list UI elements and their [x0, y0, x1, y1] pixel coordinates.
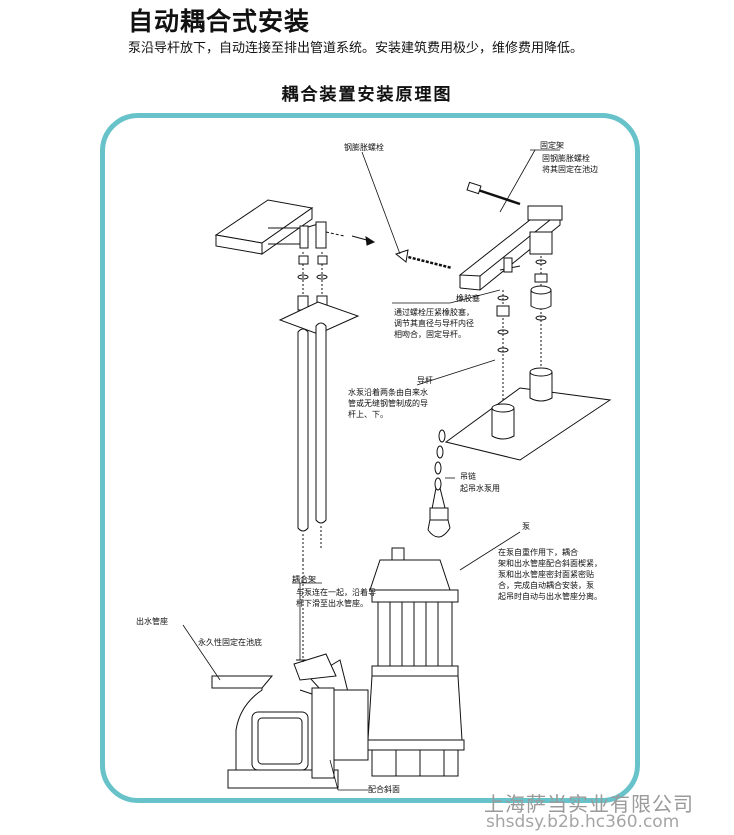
pump-body	[365, 547, 465, 777]
label-coupling-frame: 耦合架	[292, 575, 316, 584]
expansion-bolt	[394, 249, 453, 270]
label-fixed-frame: 固定架	[540, 141, 564, 150]
wall-block	[214, 199, 314, 255]
label-outlet-seat: 出水管座	[136, 617, 168, 626]
label-rubber-plug-note: 通过螺栓压紧橡胶塞， 调节其直径与导杆内径 相吻合，固定导杆。	[394, 308, 474, 339]
leader-lines	[182, 149, 560, 791]
page-title: 自动耦合式安装	[128, 7, 311, 36]
label-chain: 吊链	[460, 472, 476, 481]
lifting-chain	[427, 429, 451, 538]
bracket-left	[268, 221, 345, 249]
fixed-frame	[458, 181, 563, 291]
exploded-parts-left	[297, 252, 328, 311]
outlet-seat	[211, 560, 369, 789]
label-guide-rod-note: 水泵沿着两条由自来水 管或无缝钢管制成的导 杆上、下。	[348, 388, 428, 419]
watermark-company: 上海萨当实业有限公司	[484, 792, 694, 816]
diagram-frame	[100, 113, 640, 803]
label-expansion-bolt: 钢膨胀螺栓	[344, 143, 384, 152]
diagram-title: 耦合装置安装原理图	[281, 85, 453, 105]
floor-plate-right	[444, 387, 612, 461]
label-fixed-frame-note: 固钢膨胀螺栓 将其固定在池边	[542, 154, 598, 174]
label-mating-surface: 配合斜面	[368, 785, 400, 794]
guide-rods	[297, 322, 327, 560]
label-coupling-frame-note: 与泵连在一起，沿着导 杆下滑至出水管座。	[296, 588, 376, 608]
label-pump-note: 在泵自重作用下，耦合 架和出水管座配合斜面楔紧， 泵和出水管座密封面紧密贴 合，…	[498, 548, 602, 601]
label-chain-note: 起吊水泵用	[460, 484, 500, 493]
label-pump: 泵	[522, 522, 530, 531]
page-subtitle: 泵沿导杆放下，自动连接至排出管道系统。安装建筑费用极少，维修费用降低。	[128, 41, 584, 56]
label-guide-rod: 导杆	[417, 376, 433, 385]
label-outlet-seat-note: 永久性固定在池底	[198, 638, 262, 647]
label-rubber-plug: 橡胶塞	[456, 294, 480, 303]
rod-stubs	[491, 367, 553, 440]
direction-arrow	[351, 235, 376, 246]
watermark-url: shsdsy.b2b.hc360.com	[486, 812, 680, 832]
exploded-parts-right	[496, 256, 552, 400]
